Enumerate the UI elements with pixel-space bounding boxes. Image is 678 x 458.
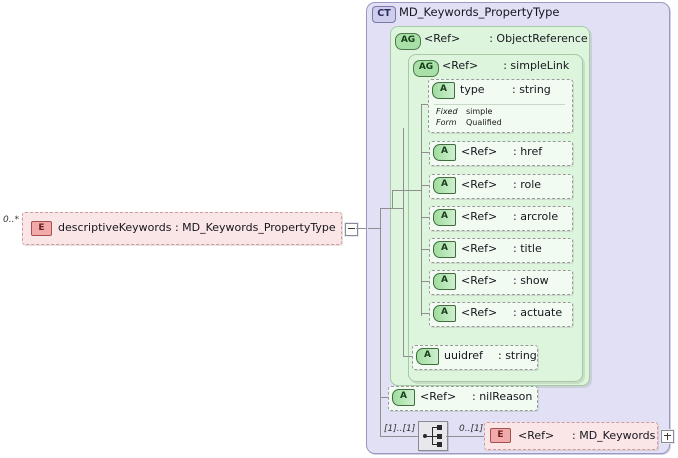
attributegroup-badge-icon: AG	[395, 33, 421, 50]
connector-line	[380, 397, 388, 398]
element-badge-icon: E	[31, 221, 52, 236]
attribute-type: : arcrole	[513, 210, 559, 223]
element-badge-icon: E	[490, 428, 511, 443]
connector-line	[421, 104, 429, 105]
connector-line	[421, 185, 429, 186]
attribute-type: : role	[513, 178, 542, 191]
attribute-name: type	[460, 83, 485, 96]
ag-ref-name: <Ref>	[424, 32, 461, 45]
complextype-badge-icon: CT	[372, 6, 396, 23]
attribute-name: <Ref>	[461, 145, 498, 158]
connector-line	[380, 208, 403, 209]
connector-line	[421, 104, 422, 316]
ag-ref-type: : simpleLink	[503, 59, 570, 72]
attribute-name: <Ref>	[461, 178, 498, 191]
attribute-badge-icon: A	[433, 273, 456, 290]
sequence-compositor-icon[interactable]	[418, 421, 448, 451]
attribute-name: <Ref>	[461, 274, 498, 287]
connector-line	[403, 128, 404, 356]
complextype-title: MD_Keywords_PropertyType	[399, 5, 560, 19]
connector-line	[421, 313, 429, 314]
ag-ref-type: : ObjectReference	[489, 32, 588, 45]
facet-key-form: Form	[436, 118, 457, 127]
connector-line	[421, 281, 429, 282]
attribute-name: <Ref>	[461, 306, 498, 319]
mdkeywords-cardinality-label: 0..[1]	[459, 424, 484, 434]
attribute-name: <Ref>	[420, 390, 457, 403]
attribute-badge-icon: A	[392, 389, 415, 406]
attribute-badge-icon: A	[433, 209, 456, 226]
connector-line	[446, 436, 484, 437]
connector-line	[392, 190, 393, 208]
root-cardinality-label: 0..*	[3, 215, 19, 225]
root-element-label: descriptiveKeywords : MD_Keywords_Proper…	[58, 221, 336, 234]
connector-line	[380, 208, 381, 436]
attribute-type: : show	[513, 274, 549, 287]
connector-line	[403, 356, 412, 357]
attribute-badge-icon: A	[433, 241, 456, 258]
connector-line	[380, 436, 418, 437]
element-md-keywords-name: <Ref>	[518, 429, 555, 442]
collapse-toggle-root[interactable]	[345, 223, 358, 236]
connector-line	[368, 228, 380, 229]
attribute-name: <Ref>	[461, 210, 498, 223]
facet-value-fixed: simple	[466, 107, 493, 116]
attribute-badge-icon: A	[432, 82, 455, 99]
connector-line	[421, 217, 429, 218]
attribute-badge-icon: A	[433, 177, 456, 194]
ag-ref-name: <Ref>	[442, 59, 479, 72]
attribute-type: : string	[512, 83, 551, 96]
attributegroup-objectreference-label: <Ref> : ObjectReference	[424, 32, 588, 45]
connector-line	[421, 249, 429, 250]
connector-line	[421, 152, 429, 153]
facet-separator	[434, 104, 565, 105]
facet-value-form: Qualified	[466, 118, 502, 127]
element-md-keywords-type: : MD_Keywords	[572, 429, 656, 442]
connector-line	[356, 228, 368, 229]
attribute-type: : nilReason	[472, 390, 533, 403]
attribute-badge-icon: A	[416, 348, 439, 365]
element-md-keywords[interactable]	[484, 422, 658, 450]
facet-key-fixed: Fixed	[436, 107, 458, 116]
attribute-badge-icon: A	[433, 305, 456, 322]
attribute-type: : href	[513, 145, 543, 158]
attribute-badge-icon: A	[433, 144, 456, 161]
attribute-name: <Ref>	[461, 242, 498, 255]
root-element-descriptiveKeywords[interactable]	[22, 212, 342, 245]
attributegroup-badge-icon: AG	[413, 60, 439, 77]
attribute-type: : string	[498, 349, 537, 362]
attribute-name: uuidref	[444, 349, 483, 362]
attribute-type: : actuate	[513, 306, 563, 319]
expand-toggle-md-keywords[interactable]	[661, 430, 674, 443]
sequence-cardinality-label: [1]..[1]	[384, 424, 416, 434]
attributegroup-simplelink-label: <Ref> : simpleLink	[442, 59, 569, 72]
attribute-type: : title	[513, 242, 542, 255]
connector-line	[392, 190, 421, 191]
